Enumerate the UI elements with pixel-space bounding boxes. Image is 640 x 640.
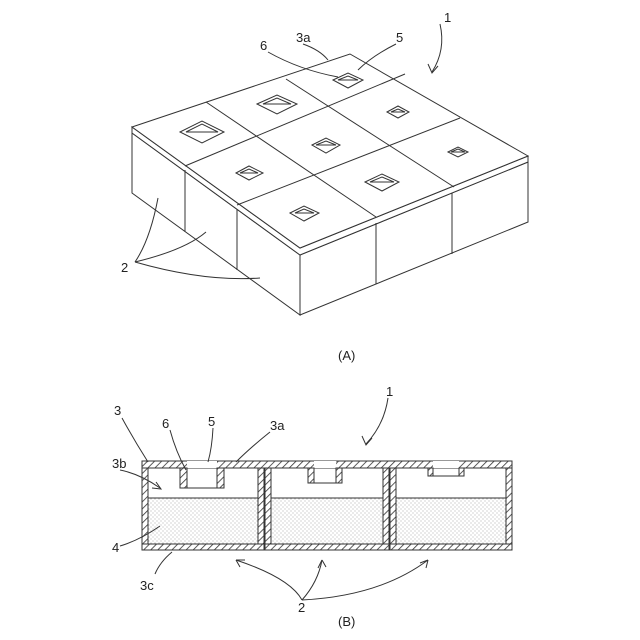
- divider-wall: [265, 468, 271, 550]
- bottom-cell-1: [142, 544, 264, 550]
- label-device: 1: [444, 10, 451, 25]
- label-top-plate: 3a: [296, 30, 311, 45]
- label-rim: 6: [162, 416, 169, 431]
- leader-line: [432, 24, 442, 72]
- leader-line: [366, 398, 388, 444]
- label-contents: 4: [112, 540, 119, 555]
- leader-line: [120, 470, 160, 488]
- label-cells: 2: [298, 600, 305, 615]
- label-device: 1: [386, 384, 393, 399]
- rim-wall: [308, 468, 314, 483]
- divider-wall: [383, 468, 389, 550]
- caption-b: (B): [338, 614, 355, 629]
- leader-line: [155, 552, 172, 574]
- label-opening: 5: [208, 414, 215, 429]
- right-wall: [506, 468, 512, 550]
- contents-cell-2: [271, 498, 383, 544]
- rim-wall: [217, 468, 224, 488]
- label-rim: 6: [260, 38, 267, 53]
- figure-b-section: 1 3 6 5 3a 3b 4 3c 2 (B): [112, 384, 512, 629]
- label-container: 3: [114, 403, 121, 418]
- rim-wall: [428, 468, 433, 476]
- rim-wall: [336, 468, 342, 483]
- rim-wall: [180, 468, 187, 488]
- label-cells: 2: [121, 260, 128, 275]
- bottom-cell-2: [265, 544, 389, 550]
- arrow-head: [362, 436, 372, 445]
- leader-line: [303, 44, 328, 60]
- label-side-wall: 3b: [112, 456, 126, 471]
- figure-a-isometric: 1 3a 6 5 2 (A): [121, 10, 528, 363]
- label-bottom: 3c: [140, 578, 154, 593]
- caption-a: (A): [338, 348, 355, 363]
- divider-wall: [390, 468, 396, 550]
- leader-line: [208, 428, 213, 462]
- arrow-head: [428, 64, 438, 73]
- divider-wall: [258, 468, 264, 550]
- label-top-plate: 3a: [270, 418, 285, 433]
- bottom-cell-3: [390, 544, 512, 550]
- label-opening: 5: [396, 30, 403, 45]
- leader-line: [236, 432, 270, 462]
- leader-line: [236, 560, 302, 600]
- contents-cell-3: [396, 498, 506, 544]
- contents-cell-1: [148, 498, 258, 544]
- rim-wall: [459, 468, 464, 476]
